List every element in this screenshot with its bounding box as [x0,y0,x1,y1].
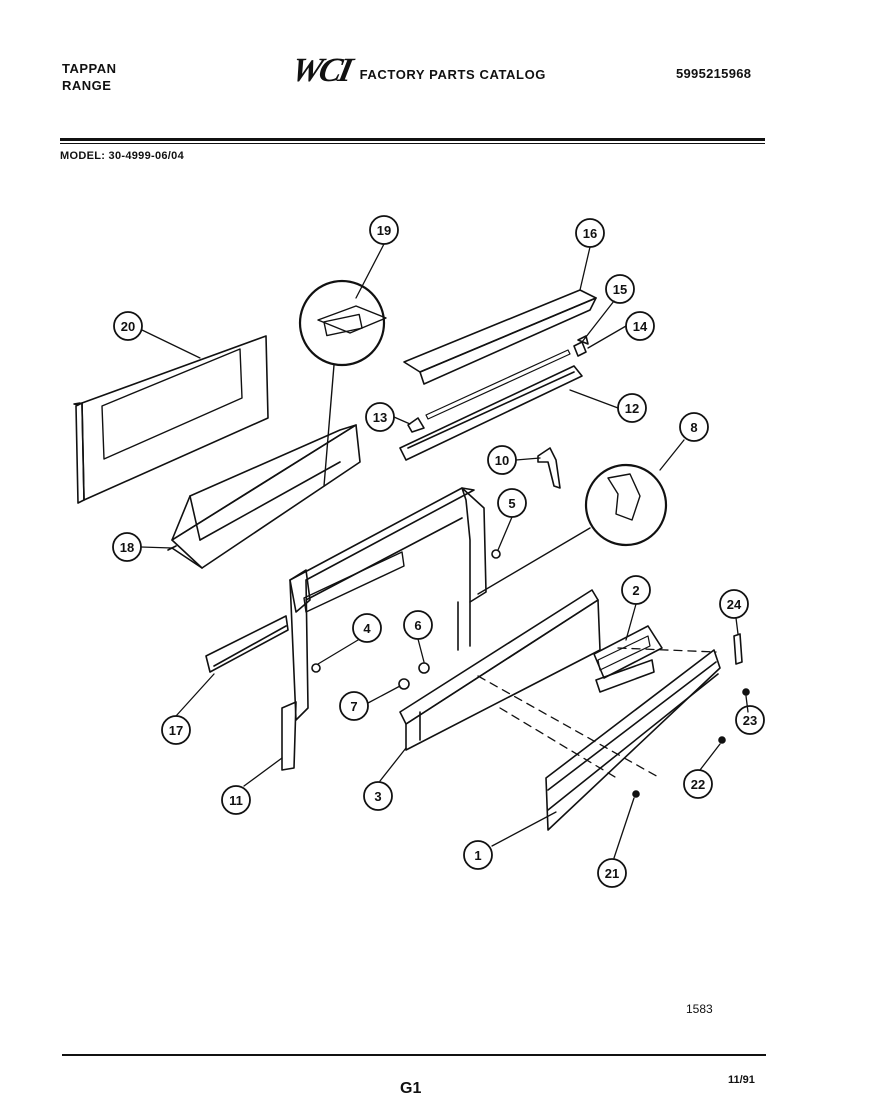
part-18-channel [167,424,361,569]
callout-17: 17 [161,715,191,745]
callout-3: 3 [363,781,393,811]
callout-3-label: 3 [374,789,381,804]
page-label: G1 [400,1080,422,1097]
catalog-part-number: 5995215968 [676,66,752,81]
callout-8: 8 [679,412,709,442]
callout-4-label: 4 [363,621,371,636]
callout-15: 15 [605,274,635,304]
callout-19-label: 19 [377,223,391,238]
callout-2: 2 [621,575,651,605]
callout-1: 1 [463,840,493,870]
part-10-bracket [537,447,561,489]
callout-18-label: 18 [120,540,134,555]
part-3-panel [399,589,601,751]
callout-1-label: 1 [474,848,481,863]
callout-21-label: 21 [605,866,619,881]
model-number: MODEL: 30-4999-06/04 [60,150,184,162]
callout-19: 19 [369,215,399,245]
callout-24-label: 24 [727,597,742,612]
catalog-title: FACTORY PARTS CATALOG [359,66,547,82]
callout-22: 22 [683,769,713,799]
callout-23-label: 23 [743,713,757,728]
callout-13-label: 13 [373,410,387,425]
header-rule-top [60,138,765,141]
callout-14-label: 14 [633,319,648,334]
callout-11-label: 11 [229,793,243,808]
assembly-lines [477,647,717,781]
part-20-panel [73,335,269,504]
callout-23: 23 [735,705,765,735]
callout-11: 11 [221,785,251,815]
callout-16-label: 16 [583,226,597,241]
callout-24: 24 [719,589,749,619]
callout-20-label: 20 [121,319,135,334]
callout-15-label: 15 [613,282,627,297]
callout-22-label: 22 [691,777,705,792]
part-8-detail [477,463,668,595]
fasteners [311,549,750,798]
callout-13: 13 [365,402,395,432]
callout-14: 14 [625,311,655,341]
part-11-frame [281,487,487,771]
revision-date: 11/91 [728,1074,755,1086]
leader-lines [140,243,749,859]
callout-8-label: 8 [690,420,697,435]
callout-12-label: 12 [625,401,639,416]
callout-7-label: 7 [350,699,357,714]
callout-10-label: 10 [495,453,509,468]
header-rule-bottom [60,143,765,144]
product-type: RANGE [62,78,112,93]
callout-5-label: 5 [508,496,515,511]
callout-5: 5 [497,488,527,518]
callout-18: 18 [112,532,142,562]
small-clips [407,335,589,433]
callout-2-label: 2 [632,583,639,598]
part-16-trim [403,289,597,385]
callout-16: 16 [575,218,605,248]
callout-17-label: 17 [169,723,183,738]
callout-6-label: 6 [414,618,421,633]
brand-name: TAPPAN [62,61,117,76]
footer-rule [62,1054,766,1056]
part-1-bezel [545,649,721,831]
callout-7: 7 [339,691,369,721]
callout-12: 12 [617,393,647,423]
part-2-switch-block [593,625,663,693]
callout-4: 4 [352,613,382,643]
part-12-rail [399,349,583,461]
callout-6: 6 [403,610,433,640]
callout-20: 20 [113,311,143,341]
drawing-number: 1583 [686,1002,713,1016]
brand-block: TAPPAN RANGE [62,60,117,94]
part-17-rail [205,615,289,673]
part-19-detail [298,279,387,487]
callout-10: 10 [487,445,517,475]
catalog-header: WCI FACTORY PARTS CATALOG [288,52,547,90]
callout-21: 21 [597,858,627,888]
